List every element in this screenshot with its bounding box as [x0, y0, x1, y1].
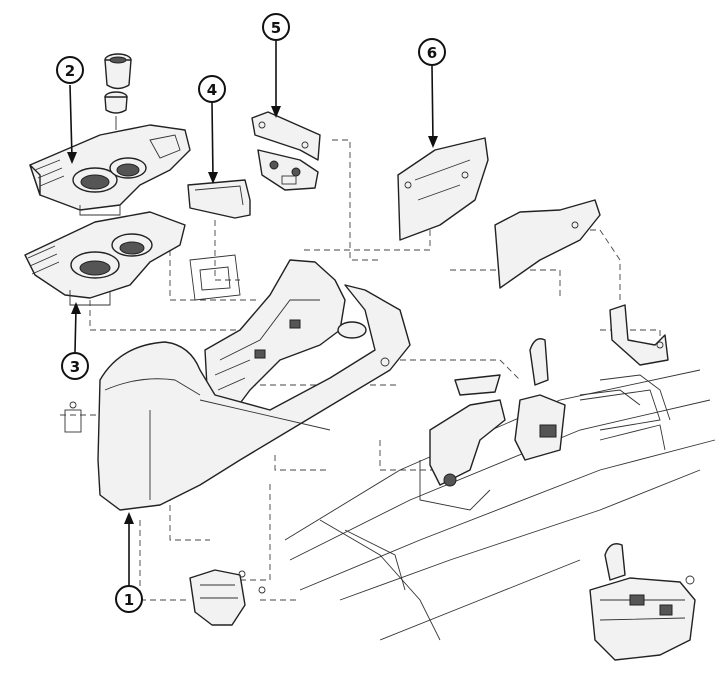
callout-5-label: 5 [271, 19, 281, 37]
callout-3-label: 3 [70, 358, 80, 376]
part-5-switch-panel [251, 111, 321, 191]
part-4-cover-plate [187, 179, 251, 301]
callout-1-label: 1 [124, 591, 134, 609]
rear-lower-bracket [189, 569, 266, 626]
part-1-console-body [64, 284, 411, 511]
callout-6-label: 6 [427, 44, 437, 62]
callout-3: 3 [61, 302, 89, 380]
part-3-lower-cup-holder-panel [24, 211, 186, 306]
part-2-upper-cup-holder-panel [29, 53, 191, 216]
part-6-side-trim-panels [397, 137, 601, 289]
callout-4-label: 4 [207, 81, 217, 99]
callout-6: 6 [418, 38, 446, 148]
callout-5: 5 [262, 13, 290, 118]
callout-4: 4 [198, 75, 226, 184]
right-mounting-bracket [609, 304, 669, 366]
shifter-assembly-alternate [589, 543, 696, 661]
callout-1: 1 [115, 512, 143, 613]
shifter-assembly-center [419, 338, 666, 511]
callout-2: 2 [56, 56, 84, 164]
callout-2-label: 2 [65, 62, 75, 80]
